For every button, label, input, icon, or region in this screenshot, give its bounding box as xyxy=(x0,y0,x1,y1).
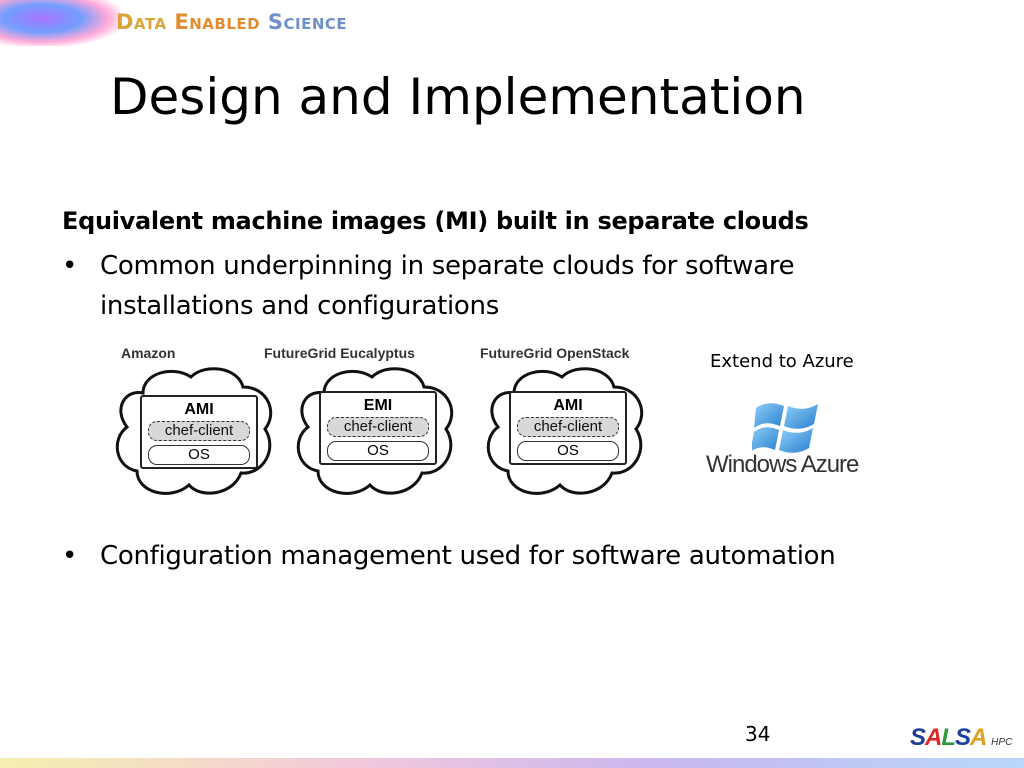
bullet-dot: • xyxy=(62,251,78,281)
brand-word-1: Data xyxy=(116,10,167,34)
windows-azure-logo-text: Windows Azure xyxy=(706,451,859,478)
cloud-futuregrid-openstack: FutureGrid OpenStack AMI chef-client OS xyxy=(480,345,684,510)
bottom-gradient-bar xyxy=(0,758,1024,768)
brand-logo: Data Enabled Science xyxy=(116,10,347,34)
salsa-hpc-logo: SALSA HPC xyxy=(910,724,1013,751)
salsa-hpc-sub: HPC xyxy=(991,737,1013,748)
bullet-text-line-2: installations and configurations xyxy=(100,291,499,321)
cloud-label: FutureGrid OpenStack xyxy=(480,345,630,361)
machine-image-name: AMI xyxy=(184,401,214,418)
bullet-text-line-1: Common underpinning in separate clouds f… xyxy=(100,251,795,281)
machine-image-box: AMI chef-client OS xyxy=(509,391,627,465)
machine-image-name: EMI xyxy=(363,397,393,414)
os-layer: OS xyxy=(327,441,429,461)
chef-client-layer: chef-client xyxy=(517,417,619,437)
bullet-text: Configuration management used for softwa… xyxy=(100,541,836,571)
cloud-amazon: Amazon AMI chef-client OS xyxy=(113,345,313,510)
windows-flag-icon xyxy=(752,403,818,453)
section-heading: Equivalent machine images (MI) built in … xyxy=(62,207,809,235)
brand-word-3: Science xyxy=(267,10,348,34)
machine-image-box: AMI chef-client OS xyxy=(140,395,258,469)
cloud-label: FutureGrid Eucalyptus xyxy=(264,345,415,361)
machine-image-box: EMI chef-client OS xyxy=(319,391,437,465)
color-swoosh-decoration xyxy=(0,0,120,46)
machine-image-name: AMI xyxy=(553,397,583,414)
brand-word-2: Enabled xyxy=(174,10,261,34)
os-layer: OS xyxy=(517,441,619,461)
chef-client-layer: chef-client xyxy=(148,421,250,441)
bullet-dot: • xyxy=(62,541,78,571)
slide-title: Design and Implementation xyxy=(110,68,806,126)
cloud-label: Amazon xyxy=(121,345,176,361)
page-number: 34 xyxy=(745,722,771,746)
cloud-futuregrid-eucalyptus: FutureGrid Eucalyptus EMI chef-client OS xyxy=(264,345,494,510)
extend-to-azure-label: Extend to Azure xyxy=(710,351,854,372)
os-layer: OS xyxy=(148,445,250,465)
chef-client-layer: chef-client xyxy=(327,417,429,437)
